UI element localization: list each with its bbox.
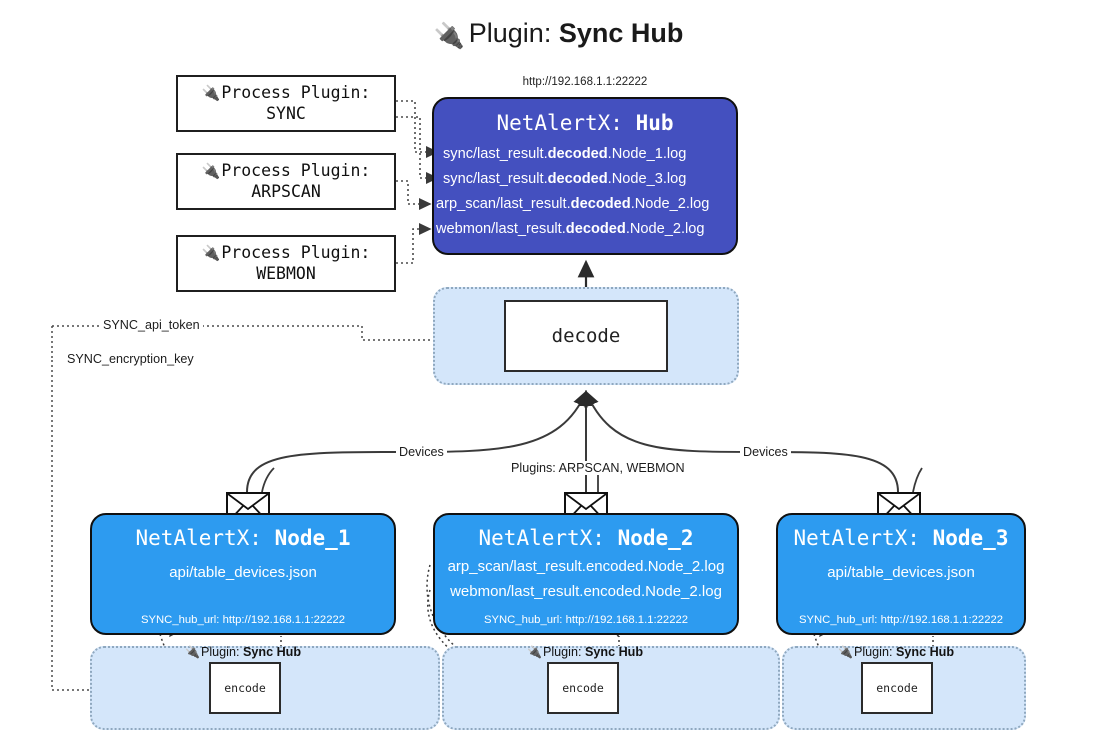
label-sync-api-token: SYNC_api_token <box>100 318 203 332</box>
log-pre: arp_scan/last_result. <box>436 196 571 212</box>
process-plugin-name: WEBMON <box>256 263 316 283</box>
node-netalertx-node-1[interactable]: NetAlertX: Node_1 api/table_devices.json… <box>90 513 396 635</box>
hub-node[interactable]: NetAlertX: Hub sync/last_result.decoded.… <box>432 97 738 255</box>
node-title-prefix: NetAlertX: <box>478 526 605 550</box>
node-title-name: Node_2 <box>617 526 694 550</box>
plug-icon: 🔌 <box>838 645 853 659</box>
envelope3-stem <box>912 467 923 493</box>
process-plugin-name: ARPSCAN <box>251 181 321 201</box>
plugin-label-prefix: Plugin: <box>542 645 582 659</box>
node-line: api/table_devices.json <box>169 564 317 581</box>
page-title: 🔌Plugin: Sync Hub <box>0 18 1117 51</box>
envelope1-stem <box>261 467 275 493</box>
plug-icon: 🔌 <box>201 244 221 263</box>
title-name: Sync Hub <box>558 18 684 48</box>
log-post: .Node_3.log <box>607 171 687 187</box>
node-footer: SYNC_hub_url: http://192.168.1.1:22222 <box>140 614 346 626</box>
edge-arpscan-to-log3 <box>396 180 432 211</box>
log-em: decoded <box>547 171 608 187</box>
encode-box-node-2[interactable]: encode <box>547 662 619 714</box>
plugin-label-prefix: Plugin: <box>853 645 893 659</box>
hub-log-row: arp_scan/last_result.decoded.Node_2.log <box>434 192 736 217</box>
node-footer: SYNC_hub_url: http://192.168.1.1:22222 <box>798 614 1004 626</box>
plugin-label-name: Sync Hub <box>242 645 302 659</box>
plug-icon: 🔌 <box>433 22 465 50</box>
label-devices-right: Devices <box>740 445 791 459</box>
process-plugin-header: Process Plugin: <box>221 243 371 263</box>
plugin-label-node-2: 🔌Plugin: Sync Hub <box>527 645 643 659</box>
node-line: api/table_devices.json <box>827 564 975 581</box>
log-em: decoded <box>547 146 608 162</box>
node-title: NetAlertX: Node_3 <box>778 526 1024 550</box>
log-post: .Node_2.log <box>630 196 710 212</box>
plugin-label-name: Sync Hub <box>895 645 955 659</box>
plugin-label-node-1: 🔌Plugin: Sync Hub <box>185 645 301 659</box>
title-prefix: Plugin: <box>468 18 552 48</box>
node-line: arp_scan/last_result.encoded.Node_2.log <box>447 558 725 575</box>
encode-box-node-3[interactable]: encode <box>861 662 933 714</box>
process-plugin-box-webmon[interactable]: 🔌Process Plugin: WEBMON <box>176 235 396 292</box>
plug-icon: 🔌 <box>201 162 221 181</box>
hub-title-name: Hub <box>635 111 674 135</box>
process-plugin-header: Process Plugin: <box>221 83 371 103</box>
node-footer: SYNC_hub_url: http://192.168.1.1:22222 <box>483 614 689 626</box>
label-devices-left: Devices <box>396 445 447 459</box>
encode-box-node-1[interactable]: encode <box>209 662 281 714</box>
log-em: decoded <box>565 221 626 237</box>
hub-title: NetAlertX: Hub <box>434 111 736 135</box>
process-plugin-box-sync[interactable]: 🔌Process Plugin: SYNC <box>176 75 396 132</box>
log-post: .Node_1.log <box>607 146 687 162</box>
node-title-name: Node_3 <box>932 526 1009 550</box>
plug-icon: 🔌 <box>527 645 542 659</box>
hub-log-row: sync/last_result.decoded.Node_1.log <box>434 142 736 167</box>
log-em: decoded <box>570 196 631 212</box>
node-line: webmon/last_result.encoded.Node_2.log <box>450 583 722 600</box>
log-pre: sync/last_result. <box>443 171 548 187</box>
label-plugins-center: Plugins: ARPSCAN, WEBMON <box>508 461 688 475</box>
plug-icon: 🔌 <box>201 84 221 103</box>
log-pre: sync/last_result. <box>443 146 548 162</box>
plugin-label-node-3: 🔌Plugin: Sync Hub <box>838 645 954 659</box>
node-netalertx-node-3[interactable]: NetAlertX: Node_3 api/table_devices.json… <box>776 513 1026 635</box>
edge-sync-to-log1 <box>396 100 439 159</box>
node-netalertx-node-2[interactable]: NetAlertX: Node_2 arp_scan/last_result.e… <box>433 513 739 635</box>
log-post: .Node_2.log <box>625 221 705 237</box>
process-plugin-name: SYNC <box>266 103 306 123</box>
plugin-label-prefix: Plugin: <box>200 645 240 659</box>
plug-icon: 🔌 <box>185 645 200 659</box>
node-title: NetAlertX: Node_1 <box>92 526 394 550</box>
process-plugin-box-arpscan[interactable]: 🔌Process Plugin: ARPSCAN <box>176 153 396 210</box>
node-title: NetAlertX: Node_2 <box>435 526 737 550</box>
edge-webmon-to-log4 <box>396 222 432 264</box>
label-sync-encryption-key: SYNC_encryption_key <box>64 352 197 366</box>
decode-box[interactable]: decode <box>504 300 668 372</box>
process-plugin-header: Process Plugin: <box>221 161 371 181</box>
node-title-prefix: NetAlertX: <box>135 526 262 550</box>
hub-log-row: webmon/last_result.decoded.Node_2.log <box>434 217 736 242</box>
node-title-name: Node_1 <box>274 526 351 550</box>
edge-sync-to-log2 <box>396 116 439 185</box>
hub-title-prefix: NetAlertX: <box>496 111 623 135</box>
log-pre: webmon/last_result. <box>436 221 566 237</box>
hub-log-list: sync/last_result.decoded.Node_1.log sync… <box>434 142 736 242</box>
plugin-label-name: Sync Hub <box>584 645 644 659</box>
hub-url-caption: http://192.168.1.1:22222 <box>522 76 648 88</box>
node-title-prefix: NetAlertX: <box>793 526 920 550</box>
edge-node1-to-decode <box>246 390 588 493</box>
hub-log-row: sync/last_result.decoded.Node_3.log <box>434 167 736 192</box>
edge-node3-to-decode <box>584 390 899 493</box>
